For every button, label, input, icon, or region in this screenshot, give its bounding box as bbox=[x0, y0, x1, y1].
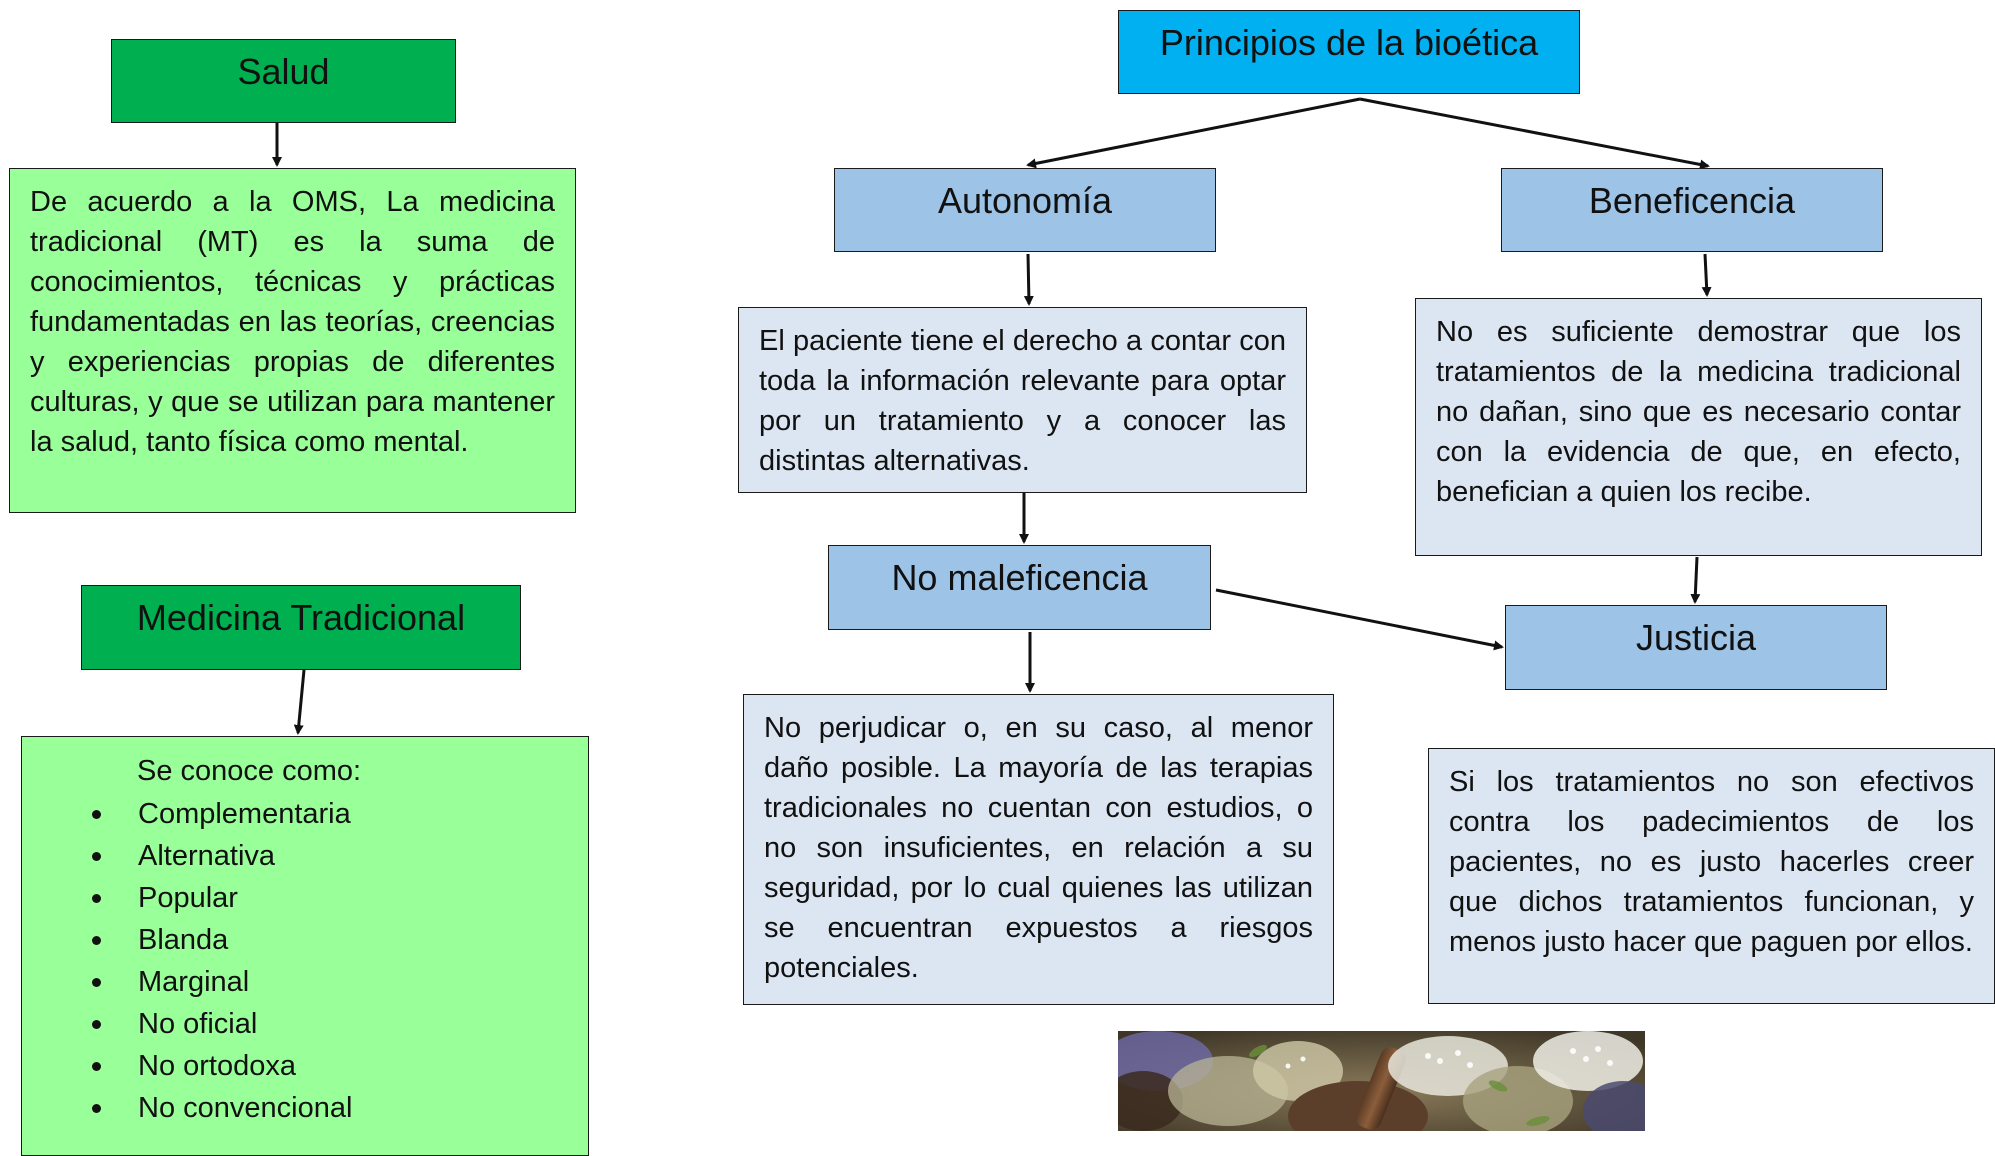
list-item: Blanda bbox=[22, 919, 352, 961]
beneficencia-description: No es suficiente demostrar que los trata… bbox=[1436, 316, 1961, 508]
no-maleficencia-description: No perjudicar o, en su caso, al menor da… bbox=[764, 712, 1313, 984]
justicia-title: Justicia bbox=[1635, 617, 1757, 658]
no-maleficencia-title: No maleficencia bbox=[891, 557, 1148, 598]
salud-node: Salud bbox=[111, 39, 456, 123]
salud-title: Salud bbox=[237, 51, 330, 92]
bullet-icon bbox=[92, 936, 101, 945]
list-item: Complementaria bbox=[22, 793, 352, 835]
principios-title: Principios de la bioética bbox=[1159, 22, 1539, 63]
bullet-icon bbox=[92, 894, 101, 903]
arrow-principios-to-beneficencia bbox=[1359, 97, 1710, 170]
arrow-nomaleficencia-to-justicia bbox=[1215, 588, 1504, 651]
list-item: No convencional bbox=[22, 1087, 352, 1129]
arrow-beneficencia-text-to-justicia bbox=[1690, 556, 1701, 604]
no-maleficencia-node: No maleficencia bbox=[828, 545, 1211, 630]
bullet-icon bbox=[92, 810, 101, 819]
beneficencia-description-box: No es suficiente demostrar que los trata… bbox=[1415, 298, 1982, 556]
justicia-description: Si los tratamientos no son efectivos con… bbox=[1449, 766, 1974, 958]
medicina-tradicional-node: Medicina Tradicional bbox=[81, 585, 521, 670]
synonyms-intro: Se conoce como: bbox=[137, 755, 362, 787]
list-item: Marginal bbox=[22, 961, 352, 1003]
autonomia-node: Autonomía bbox=[834, 168, 1216, 252]
herbs-mortar-illustration bbox=[1118, 1031, 1645, 1131]
beneficencia-title: Beneficencia bbox=[1588, 180, 1796, 221]
synonyms-list: Complementaria Alternativa Popular Bland… bbox=[22, 793, 352, 1129]
no-maleficencia-description-box: No perjudicar o, en su caso, al menor da… bbox=[743, 694, 1334, 1005]
justicia-node: Justicia bbox=[1505, 605, 1887, 690]
bullet-icon bbox=[92, 1020, 101, 1029]
autonomia-description-box: El paciente tiene el derecho a contar co… bbox=[738, 307, 1307, 493]
salud-definition-text: De acuerdo a la OMS, La medicina tradici… bbox=[30, 186, 555, 458]
list-item: Alternativa bbox=[22, 835, 352, 877]
bullet-icon bbox=[92, 852, 101, 861]
list-item: No ortodoxa bbox=[22, 1045, 352, 1087]
synonyms-box: Se conoce como: Complementaria Alternati… bbox=[21, 736, 589, 1156]
autonomia-title: Autonomía bbox=[937, 180, 1113, 221]
arrow-medicina-to-list bbox=[293, 669, 306, 735]
autonomia-description: El paciente tiene el derecho a contar co… bbox=[759, 325, 1286, 477]
list-item: No oficial bbox=[22, 1003, 352, 1045]
arrow-beneficencia-to-text bbox=[1701, 253, 1712, 297]
herbs-mortar-photo bbox=[1118, 1031, 1645, 1131]
salud-definition-box: De acuerdo a la OMS, La medicina tradici… bbox=[9, 168, 576, 513]
arrow-principios-to-autonomia bbox=[1026, 97, 1361, 169]
list-item: Popular bbox=[22, 877, 352, 919]
beneficencia-node: Beneficencia bbox=[1501, 168, 1883, 252]
bullet-icon bbox=[92, 1062, 101, 1071]
medicina-tradicional-title: Medicina Tradicional bbox=[136, 597, 466, 638]
bullet-icon bbox=[92, 978, 101, 987]
principios-node: Principios de la bioética bbox=[1118, 10, 1580, 94]
justicia-description-box: Si los tratamientos no son efectivos con… bbox=[1428, 748, 1995, 1004]
bullet-icon bbox=[92, 1104, 101, 1113]
arrow-autonomia-to-text bbox=[1023, 253, 1034, 306]
